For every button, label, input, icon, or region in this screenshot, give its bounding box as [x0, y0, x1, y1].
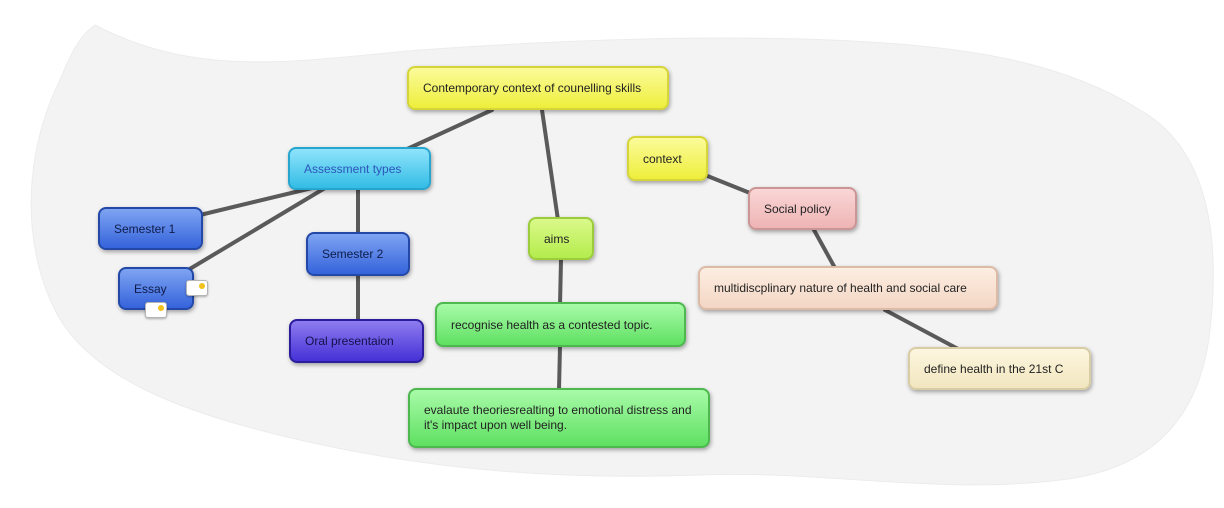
node-label: Oral presentaion — [305, 334, 394, 348]
node-evaluate-theories[interactable]: evalaute theoriesrealting to emotional d… — [408, 388, 710, 448]
link-main-assessment — [403, 108, 494, 152]
node-aims[interactable]: aims — [528, 217, 594, 260]
node-label: multidiscplinary nature of health and so… — [714, 281, 967, 295]
node-assessment-types[interactable]: Assessment types — [288, 147, 431, 190]
link-assessment-semester1 — [198, 186, 314, 217]
node-label: context — [643, 151, 682, 166]
node-label: aims — [544, 231, 570, 246]
link-aims-recognise — [558, 258, 563, 307]
node-recognise-health[interactable]: recognise health as a contested topic. — [435, 302, 686, 347]
node-oral-presentation[interactable]: Oral presentaion — [289, 319, 424, 363]
link-multi-define — [883, 308, 962, 352]
node-contemporary-context[interactable]: Contemporary context of counelling skill… — [407, 66, 669, 110]
node-label: Assessment types — [304, 161, 402, 176]
note-icon[interactable] — [186, 280, 208, 296]
node-label: Social policy — [764, 201, 831, 216]
node-social-policy[interactable]: Social policy — [748, 187, 857, 230]
node-label: Contemporary context of counelling skill… — [423, 81, 642, 95]
node-label: define health in the 21st C — [924, 361, 1064, 376]
node-label: Semester 2 — [322, 247, 384, 261]
node-label: Essay — [134, 281, 167, 296]
link-recognise-evaluate — [557, 344, 562, 392]
node-context[interactable]: context — [627, 136, 708, 181]
node-label: Semester 1 — [114, 221, 176, 236]
node-label: recognise health as a contested topic. — [451, 317, 653, 332]
node-define-health[interactable]: define health in the 21st C — [908, 347, 1091, 390]
link-main-aims — [540, 108, 560, 222]
link-context-socialpolicy — [703, 173, 757, 197]
node-semester-1[interactable]: Semester 1 — [98, 207, 203, 250]
link-socialpolicy-multi — [812, 228, 837, 270]
link-assessment-essay — [186, 186, 327, 272]
node-multidisciplinary[interactable]: multidiscplinary nature of health and so… — [698, 266, 998, 310]
node-label: evalaute theoriesrealting to emotional d… — [424, 403, 692, 432]
note-icon[interactable] — [145, 302, 167, 318]
node-semester-2[interactable]: Semester 2 — [306, 232, 410, 276]
